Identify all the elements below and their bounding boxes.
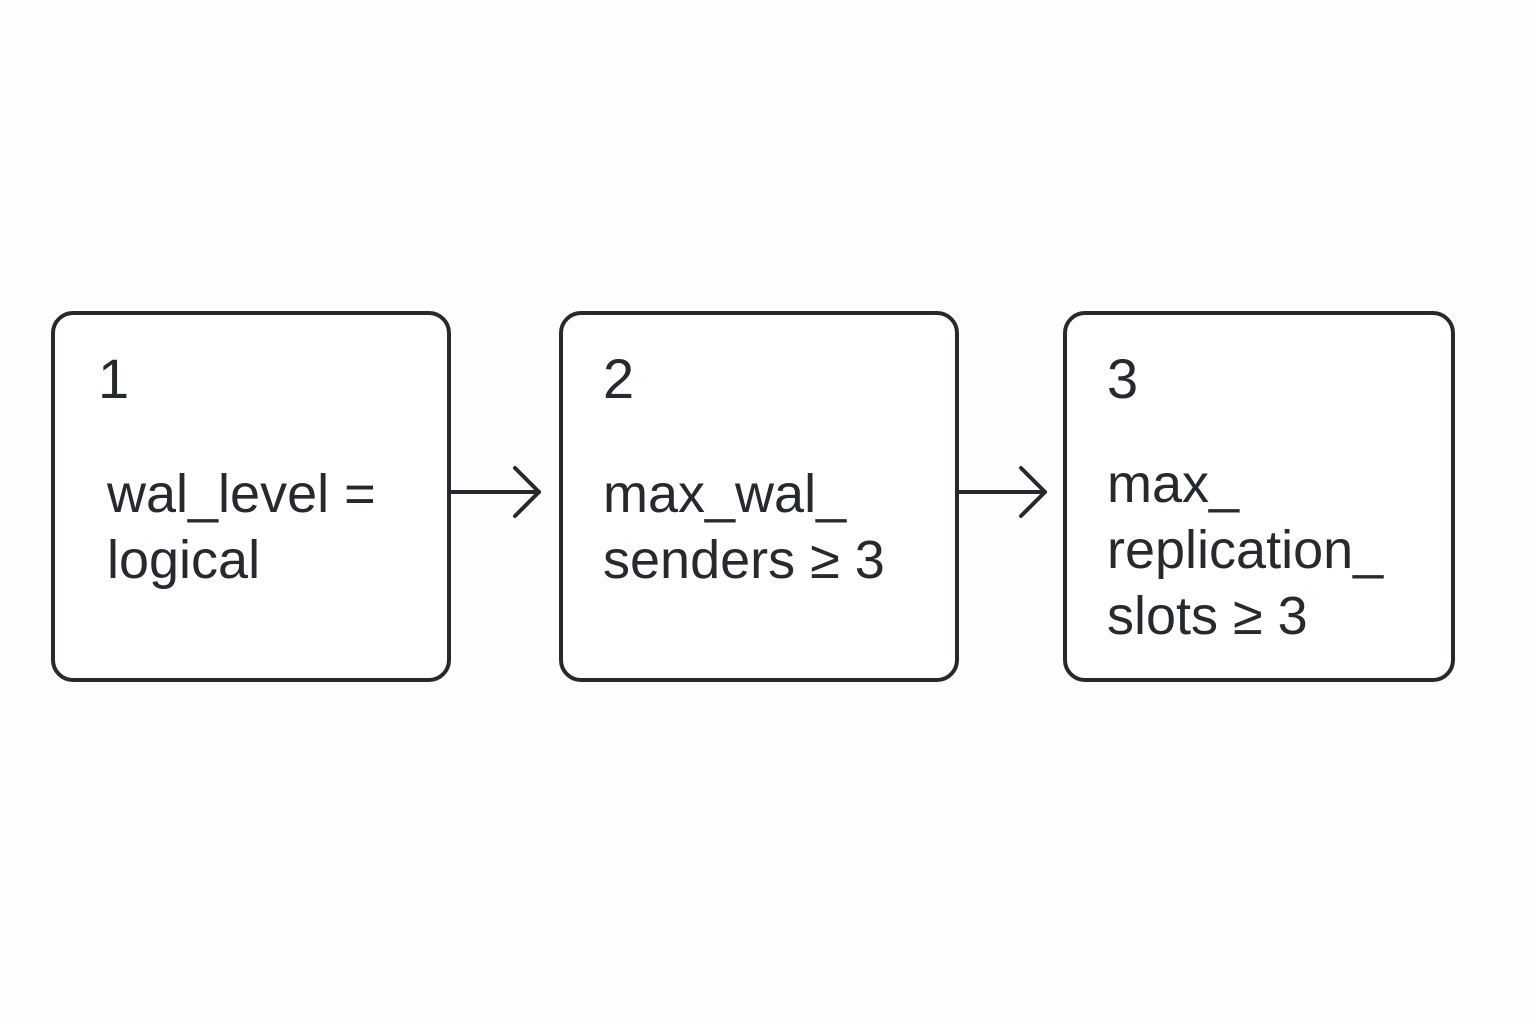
step-number: 2 bbox=[603, 347, 635, 410]
arrow-right-icon bbox=[449, 466, 541, 518]
step-number: 1 bbox=[98, 347, 130, 410]
step-box-3: 3 max_ replication_ slots ≥ 3 bbox=[1063, 311, 1455, 682]
step-box-1: 1 wal_level = logical bbox=[51, 311, 451, 682]
step-text: wal_level = logical bbox=[107, 464, 376, 590]
step-number: 3 bbox=[1107, 347, 1139, 410]
step-box-2: 2 max_wal_ senders ≥ 3 bbox=[559, 311, 959, 682]
arrow-right-icon bbox=[957, 466, 1047, 518]
step-text: max_wal_ senders ≥ 3 bbox=[603, 464, 885, 590]
step-text: max_ replication_ slots ≥ 3 bbox=[1107, 454, 1384, 646]
